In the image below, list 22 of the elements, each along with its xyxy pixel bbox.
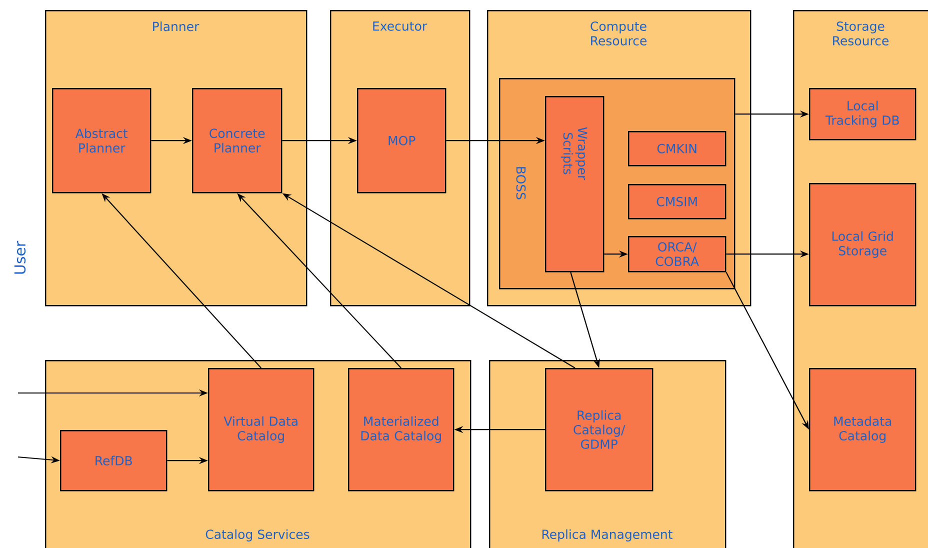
panel-title: Planner [153, 22, 200, 32]
component-box: Concrete Planner [192, 88, 282, 194]
component-box: ORCA/ COBRA [628, 236, 726, 272]
component-box: Virtual Data Catalog [208, 368, 314, 492]
panel-title: Replica Management [542, 529, 672, 542]
panel-title: Executor [373, 22, 428, 31]
side-label: User [14, 240, 26, 274]
component-box: Local Tracking DB [809, 88, 916, 140]
component-box: Materialized Data Catalog [348, 368, 454, 492]
component-box: Local Grid Storage [809, 183, 916, 306]
group-label: BOSS [516, 167, 526, 200]
component-box: Replica Catalog/ GDMP [545, 368, 654, 492]
component-box: CMKIN [628, 131, 726, 166]
component-box: RefDB [60, 430, 168, 492]
panel-title: Storage Resource [833, 22, 889, 46]
component-label: Wrapper Scripts [560, 127, 588, 180]
panel-title: Catalog Services [206, 529, 310, 542]
panel-title: Compute Resource [590, 22, 647, 46]
component-box: Metadata Catalog [809, 368, 916, 492]
component-box: Abstract Planner [52, 88, 152, 194]
component-box: CMSIM [628, 184, 726, 220]
component-box: MOP [357, 88, 446, 194]
